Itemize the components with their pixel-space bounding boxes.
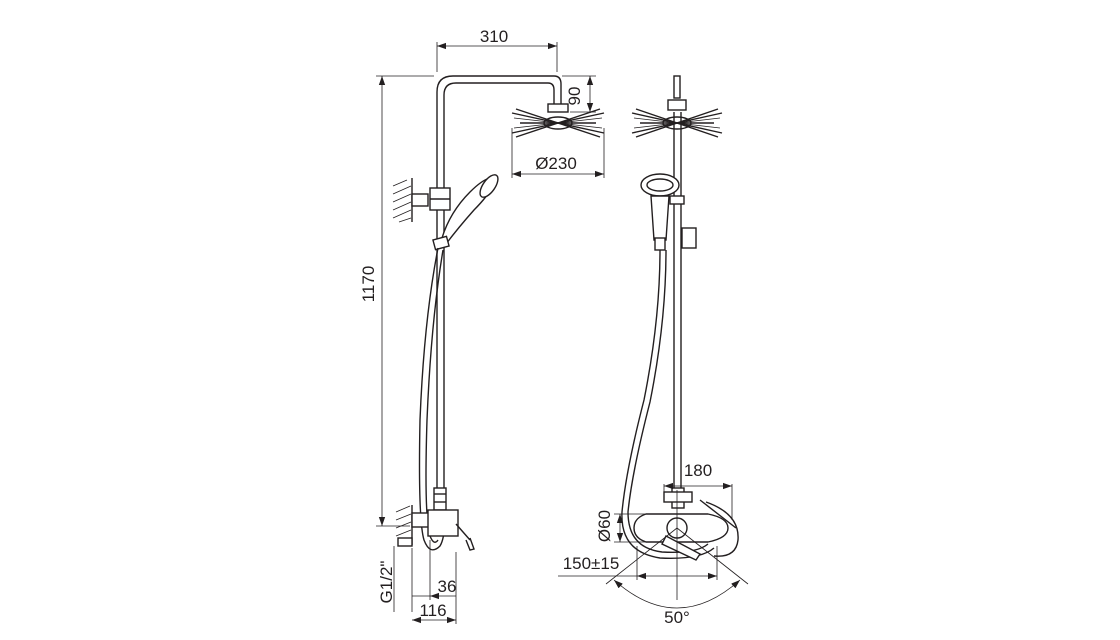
overhead-shower-head-side [511,103,605,138]
label-wall-to-valve: 36 [438,577,457,596]
label-handle-rotation: 50° [664,608,690,627]
dim-total-height: 1170 [359,75,434,527]
mixer-front [633,499,739,561]
label-head-diameter: Ø230 [535,154,577,173]
front-view: 180 Ø60 150±15 50° [558,75,749,627]
label-mixer-diameter: Ø60 [595,510,614,542]
diverter-front [663,487,693,509]
label-wall-to-front: 116 [419,601,446,620]
dim-wall-to-valve: 36 [412,540,456,600]
label-arm-length: 310 [480,27,508,46]
dim-head-diameter: Ø230 [511,128,605,178]
wall-hatch-upper [392,178,413,223]
dim-wall-to-front: 116 [412,552,457,624]
dim-inlet-thread: G1/2" [377,546,413,612]
hand-shower-front [640,173,697,251]
dim-mixer-width: 180 [663,461,733,520]
dim-arm-length: 310 [436,27,558,72]
shower-hose-front [621,249,715,559]
riser-top-cap [673,75,681,99]
label-inlet-thread: G1/2" [377,561,396,604]
dim-head-drop: 90 [562,75,596,113]
label-head-drop: 90 [565,87,584,106]
mixer-side [397,487,475,551]
label-mixer-width: 180 [684,461,712,480]
label-inlet-spacing: 150±15 [563,554,620,573]
riser-pipe [436,75,562,492]
hand-shower-side [432,174,499,251]
label-total-height: 1170 [359,266,378,303]
side-view: 310 90 Ø230 1170 G1/2" [359,27,605,624]
dim-handle-rotation: 50° [605,527,749,627]
dim-inlet-spacing: 150±15 [558,546,718,580]
upper-wall-bracket [411,187,451,211]
dim-mixer-diameter: Ø60 [595,510,646,543]
overhead-shower-head-front [631,99,723,138]
